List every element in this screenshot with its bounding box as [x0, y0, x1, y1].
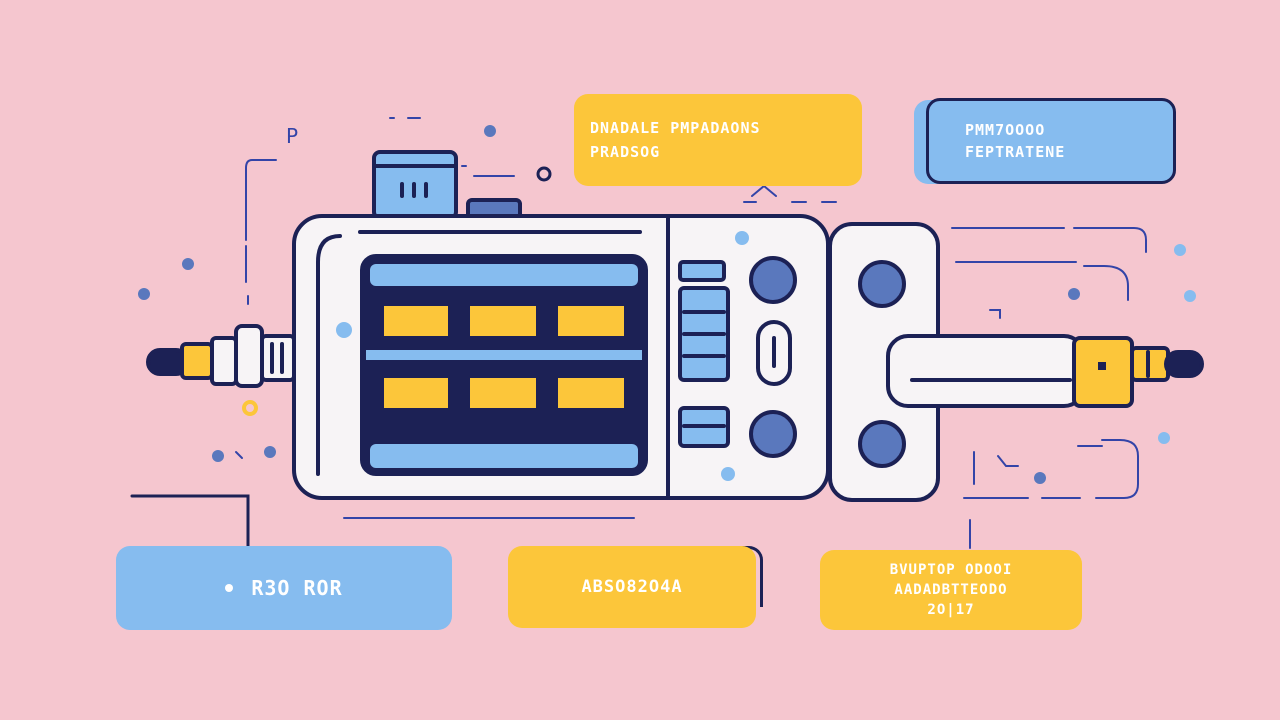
cable-plug-icon [146, 324, 296, 388]
label-line: PMM7OOOO [965, 121, 1046, 139]
marker-letter: P [286, 124, 299, 148]
label-line: AADADBTTEODO [894, 582, 1008, 598]
label-line: DNADALE PMPADAONS [590, 119, 761, 137]
label-line: FEPTRATENE [965, 143, 1066, 161]
label-line: R3O ROR [251, 576, 343, 600]
label-line: ABSO82O4A [581, 577, 683, 597]
label-bottom-right: BVUPTOP ODOOI AADADBTTEODO 2O|17 [820, 550, 1082, 630]
label-line: 2O|17 [927, 602, 975, 618]
label-top-left: DNADALE PMPADAONS PRADSOG [574, 94, 862, 186]
label-top-right: PMM7OOOO FEPTRATENE [926, 98, 1176, 184]
label-line: BVUPTOP ODOOI [889, 562, 1013, 578]
label-line: PRADSOG [590, 143, 661, 161]
label-bottom-center: ABSO82O4A [508, 546, 756, 628]
label-bottom-left: R3O ROR [116, 546, 452, 630]
screen-grid-icon [360, 254, 648, 476]
bullet-icon [225, 584, 234, 592]
knob-icon [749, 256, 797, 458]
